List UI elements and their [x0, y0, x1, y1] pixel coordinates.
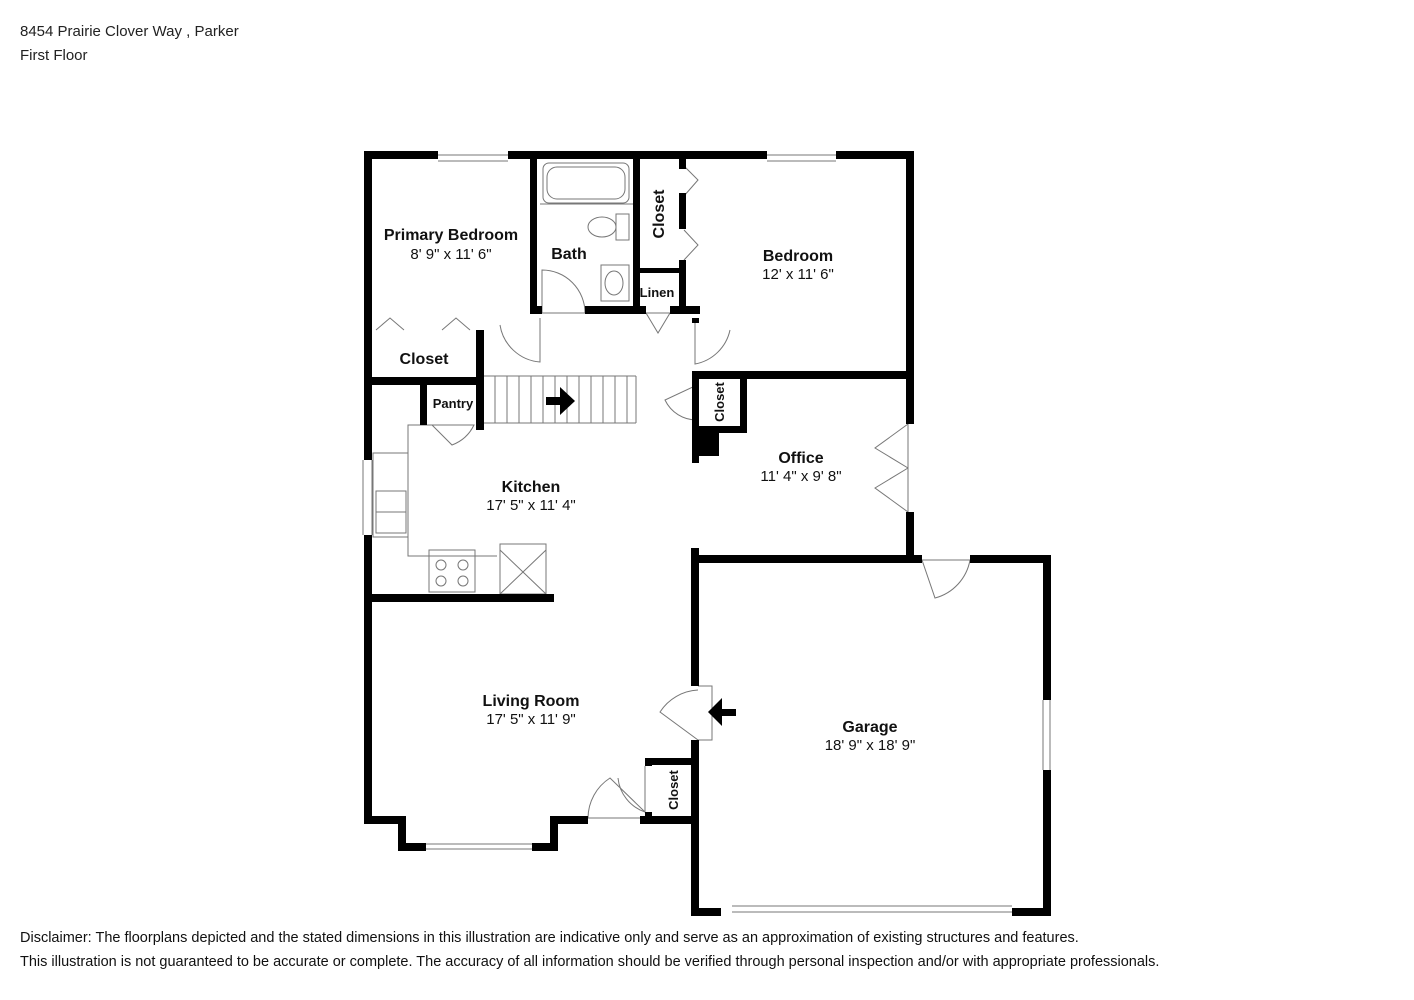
bath-sink [600, 264, 630, 302]
office-closet-label: Closet [712, 381, 727, 421]
living-room-dims: 17' 5" x 11' 9" [486, 711, 576, 728]
living-closet-label: Closet [666, 769, 681, 809]
door-primary-closet [375, 317, 471, 331]
bathtub [542, 162, 630, 204]
disclaimer-line-2: This illustration is not guaranteed to b… [20, 954, 1160, 970]
primary-bedroom-dims: 8' 9" x 11' 6" [410, 246, 491, 263]
stairs-arrow-icon [546, 387, 575, 415]
pantry-label: Pantry [433, 396, 474, 411]
kitchen-dims: 17' 5" x 11' 4" [486, 497, 576, 514]
stove [428, 549, 476, 593]
stairs [483, 375, 637, 424]
door-top-closet [683, 165, 699, 261]
door-garage [921, 559, 971, 599]
fixtures [362, 154, 1051, 913]
disclaimer-line-1: Disclaimer: The floorplans depicted and … [20, 930, 1079, 946]
garage-dims: 18' 9" x 18' 9" [825, 737, 916, 754]
door-bath [541, 269, 586, 314]
bath-label: Bath [551, 246, 587, 263]
floor-label: First Floor [20, 47, 88, 64]
door-office-closet-right [874, 423, 909, 513]
linen-label: Linen [640, 285, 675, 300]
walls [364, 151, 1051, 916]
door-bedroom [694, 318, 731, 365]
garage-arrow-icon [708, 698, 736, 726]
primary-closet-label: Closet [400, 351, 450, 368]
office-label: Office [778, 450, 823, 467]
living-room-label: Living Room [483, 693, 580, 710]
address-text: 8454 Prairie Clover Way , Parker [20, 23, 239, 40]
garage-label: Garage [842, 719, 897, 736]
bedroom-label: Bedroom [763, 248, 833, 265]
door-linen [645, 312, 671, 334]
toilet [587, 216, 617, 238]
office-dims: 11' 4" x 9' 8" [760, 468, 841, 485]
door-pantry [430, 424, 475, 446]
primary-bedroom-label: Primary Bedroom [384, 227, 518, 244]
door-front [587, 777, 646, 819]
fridge [499, 543, 547, 595]
door-hall-left [499, 318, 541, 363]
kitchen-label: Kitchen [502, 479, 561, 496]
bedroom-dims: 12' x 11' 6" [762, 266, 834, 283]
closet-top-label: Closet [651, 189, 668, 239]
door-living-closet [617, 766, 646, 813]
door-garage-living [659, 685, 713, 741]
